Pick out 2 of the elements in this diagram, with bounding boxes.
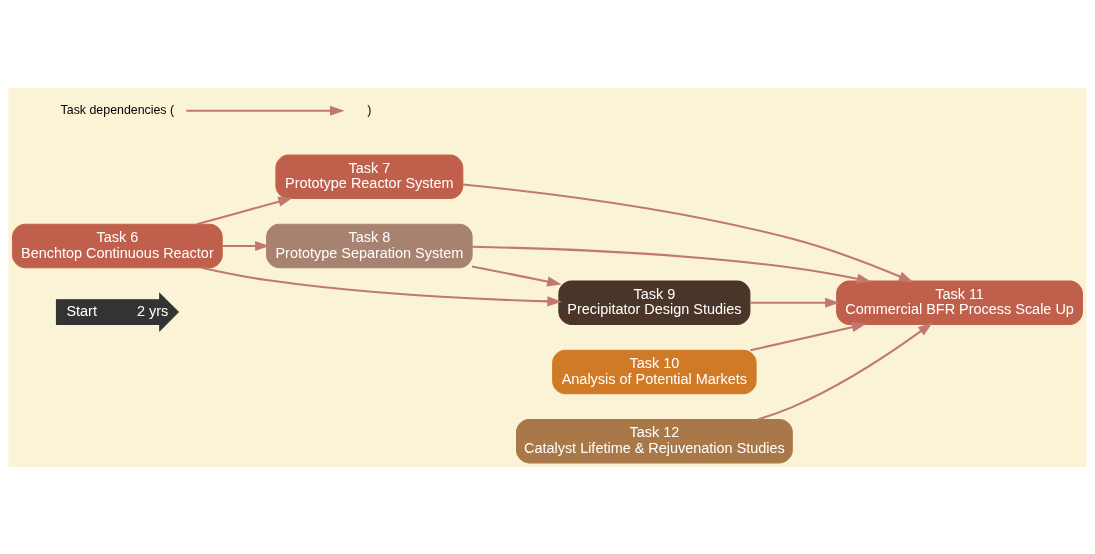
legend-label: Task dependencies ( — [60, 102, 175, 117]
label: ) — [367, 102, 372, 117]
